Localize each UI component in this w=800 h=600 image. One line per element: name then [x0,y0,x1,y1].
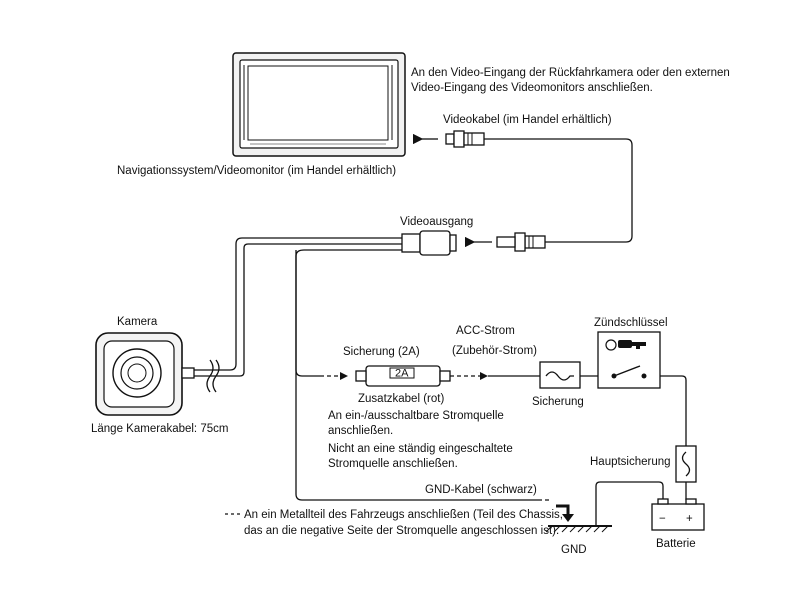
camera-icon [95,332,195,416]
rca-plug-lower-icon [496,232,546,252]
fuse-holder-icon [355,365,451,387]
acc-power-label: ACC-Strom [456,325,515,337]
video-output-label: Videoausgang [400,216,473,228]
gnd-cable-wire [295,256,538,501]
gnd-note-line1: An ein Metallteil des Fahrzeugs anschlie… [244,509,563,521]
cable-break-icon [206,359,214,393]
arrow-to-acc-icon [480,372,488,380]
battery-icon [651,498,705,531]
ignition-switch-icon [597,331,661,389]
monitor-note-line1: An den Video-Eingang der Rückfahrkamera … [411,67,730,79]
arrow-to-fuse-icon [340,372,348,380]
monitor-note-line2: Video-Eingang des Videomonitors anschlie… [411,82,653,94]
camera-label: Kamera [117,316,158,328]
ignition-key-label: Zündschlüssel [594,317,668,329]
gnd-cable-label: GND-Kabel (schwarz) [425,484,537,496]
switched-note-line3: Nicht an eine ständig eingeschaltete [328,443,513,455]
camera-cable-wire-a [194,237,402,371]
battery-plus-label: + [686,513,693,525]
inline-fuse-icon [539,361,581,389]
ignition-to-main-fuse-wire [660,375,687,446]
gnd-note-line2: das an die negative Seite der Stromquell… [244,525,559,537]
main-fuse-icon [675,445,697,483]
fuse-rating-label: 2A [395,368,409,380]
battery-minus-label: − [659,513,666,525]
power-branch-wire [295,250,320,377]
nav-monitor-label: Navigationssystem/Videomonitor (im Hande… [117,165,396,177]
accessory-power-label: (Zubehör-Strom) [452,345,537,357]
additional-cable-label: Zusatzkabel (rot) [358,393,444,405]
battery-ground-wire [595,481,664,526]
battery-label: Batterie [656,538,696,550]
camera-cable-wire-b [194,243,402,377]
gnd-label: GND [561,544,587,556]
switched-note-line2: anschließen. [328,425,393,437]
video-cable-wire [484,138,633,243]
camera-cable-length-label: Länge Kamerakabel: 75cm [91,423,228,435]
switched-note-line1: An ein-/ausschaltbare Stromquelle [328,410,504,422]
video-cable-label: Videokabel (im Handel erhältlich) [443,114,612,126]
video-output-connector-icon [401,230,457,256]
navigation-monitor [232,52,406,157]
fuse-label: Sicherung [532,396,584,408]
rca-plug-upper-icon [445,130,485,148]
fuse-2a-label: Sicherung (2A) [343,346,420,358]
chassis-ground-icon [545,504,612,533]
switched-note-line4: Stromquelle anschließen. [328,458,458,470]
main-fuse-label: Hauptsicherung [590,456,671,468]
